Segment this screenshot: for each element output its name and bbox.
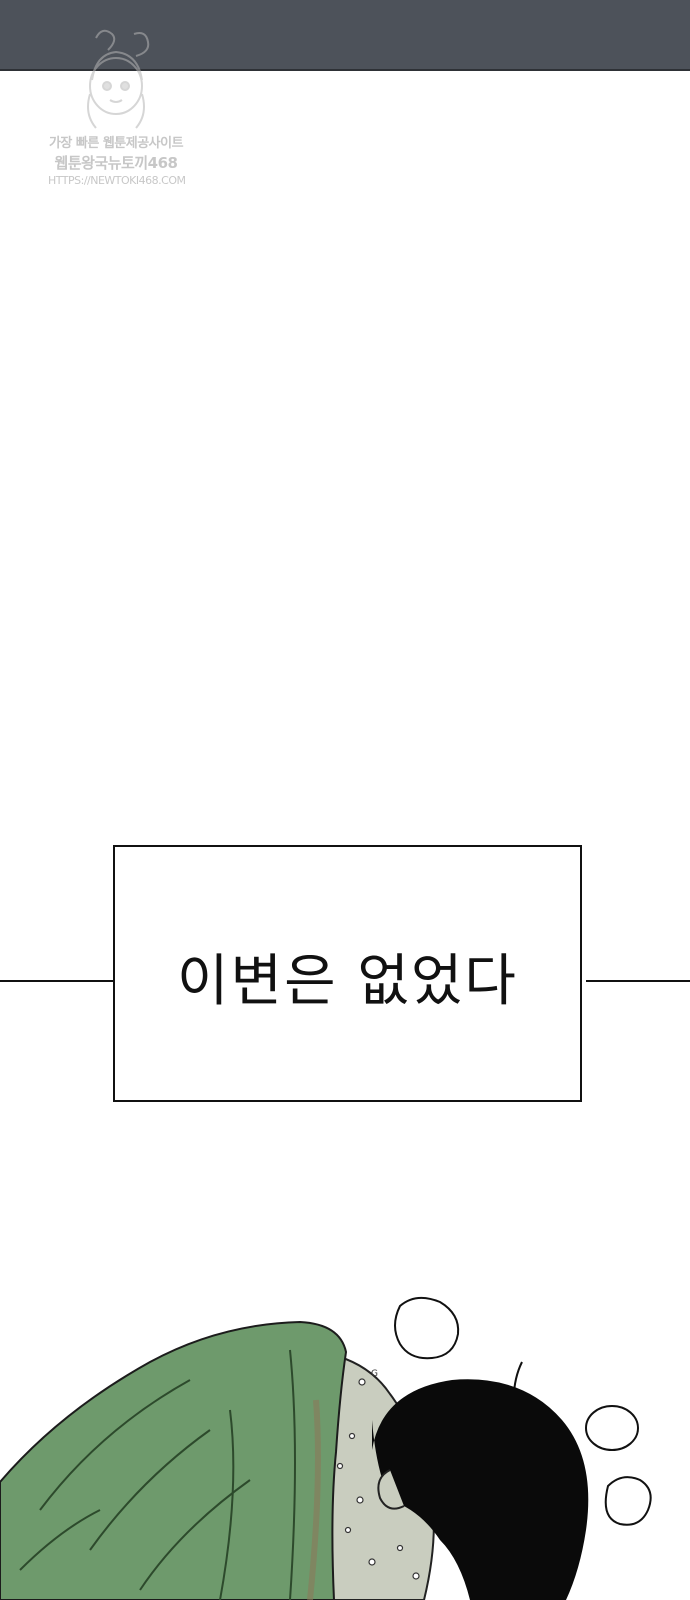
bubble-small xyxy=(604,1476,652,1526)
boy-hair xyxy=(372,1379,589,1600)
top-bar xyxy=(0,0,690,71)
narration-text: 이변은 없었다 xyxy=(177,949,518,1014)
bubble-mid xyxy=(585,1405,639,1451)
bubble-large xyxy=(394,1296,460,1360)
site-watermark: 가장 빠른 웹툰제공사이트 웹툰왕국뉴토끼468 HTTPS://NEWTOKI… xyxy=(48,24,186,194)
narration-box: 이변은 없었다 xyxy=(113,845,582,1102)
boy-ear xyxy=(377,1469,405,1510)
svg-text:G: G xyxy=(371,1369,378,1379)
caption-rule-right xyxy=(586,980,690,982)
watermark-url: HTTPS://NEWTOKI468.COM xyxy=(48,174,186,187)
caption-rule-left xyxy=(0,980,113,982)
green-blanket xyxy=(0,1320,348,1600)
watermark-tagline: 가장 빠른 웹툰제공사이트 xyxy=(48,136,184,151)
sleeping-boy-illustration: G xyxy=(0,1296,652,1600)
mascot-icon xyxy=(87,29,150,129)
watermark-site-name: 웹툰왕국뉴토끼468 xyxy=(54,154,178,172)
